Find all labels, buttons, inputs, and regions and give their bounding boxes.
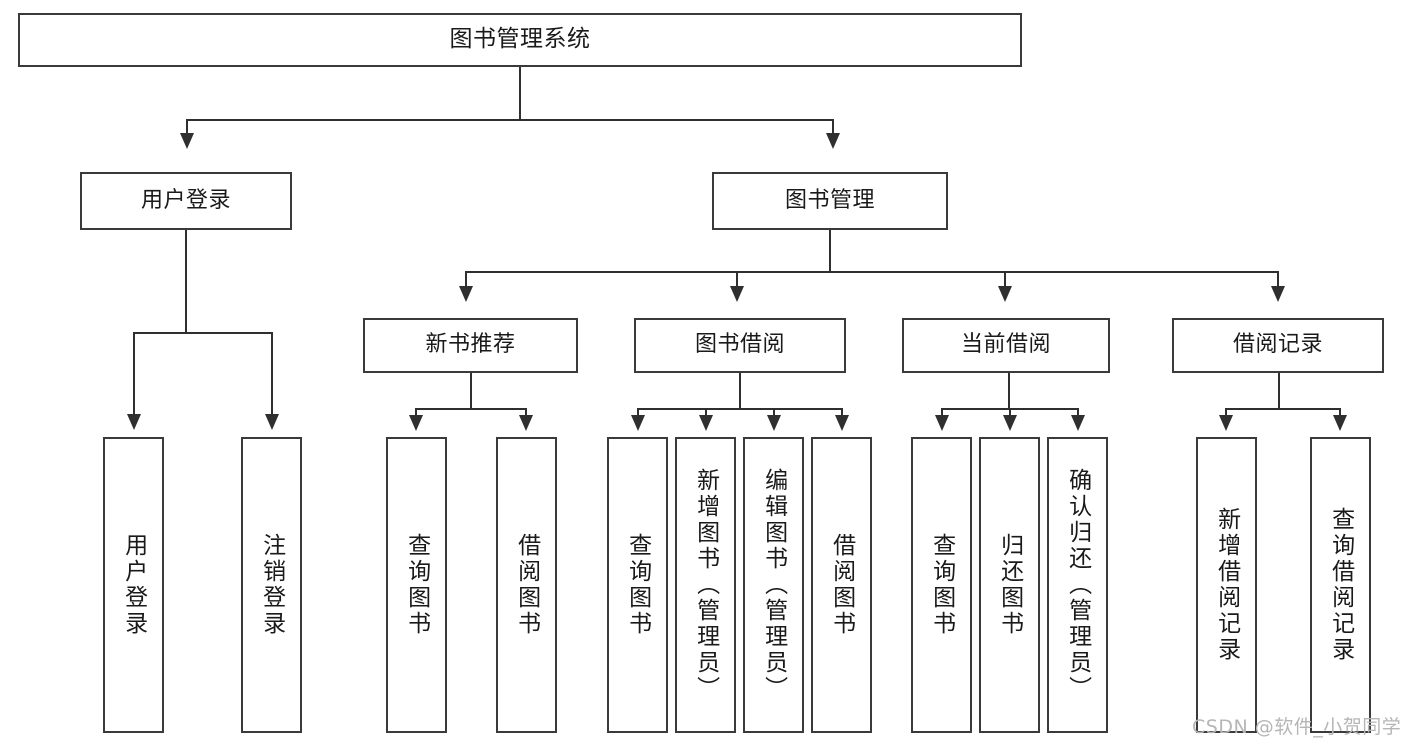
- csdn-watermark: CSDN @软件_小贺同学: [1192, 716, 1402, 738]
- node-label: 借阅图书: [513, 533, 540, 637]
- leaf-add-borrow-record[interactable]: 新增借阅记录: [1196, 437, 1257, 733]
- arrowhead-bb-leaf-2: [699, 415, 713, 431]
- edge-to-current-borrow: [1004, 271, 1006, 289]
- edge-book-manage-stem: [829, 230, 831, 272]
- edge-new-book-drop-1: [415, 408, 417, 418]
- arrowhead-br-leaf-2: [1333, 415, 1347, 431]
- node-label: 用户登录: [140, 187, 231, 213]
- arrowhead-user-login: [180, 133, 194, 149]
- node-label: 编辑图书（管理员）: [760, 468, 787, 702]
- leaf-add-book-admin[interactable]: 新增图书（管理员）: [675, 437, 736, 733]
- leaf-confirm-return-admin[interactable]: 确认归还（管理员）: [1047, 437, 1108, 733]
- arrowhead-nb-leaf-2: [519, 415, 533, 431]
- leaf-user-login[interactable]: 用户登录: [103, 437, 164, 733]
- node-label: 归还图书: [996, 533, 1023, 637]
- node-borrow-records[interactable]: 借阅记录: [1172, 318, 1384, 373]
- node-label: 新增图书（管理员）: [692, 468, 719, 702]
- node-label: 查询图书: [928, 533, 955, 637]
- node-label: 用户登录: [120, 533, 147, 637]
- arrowhead-br-leaf-1: [1219, 415, 1233, 431]
- edge-book-borrow-bus: [637, 408, 843, 410]
- edge-root-stem: [519, 67, 521, 120]
- edge-to-user-login: [186, 119, 188, 137]
- edge-to-borrow-records: [1277, 271, 1279, 289]
- arrowhead-nb-leaf-1: [409, 415, 423, 431]
- arrowhead-leaf-logout: [265, 414, 279, 430]
- node-user-login[interactable]: 用户登录: [80, 172, 292, 230]
- node-label: 当前借阅: [960, 332, 1051, 358]
- edge-level2-bus: [186, 119, 834, 121]
- arrowhead-book-borrow: [730, 286, 744, 302]
- leaf-return-book[interactable]: 归还图书: [979, 437, 1040, 733]
- edge-user-login-drop-1: [133, 332, 135, 417]
- node-label: 确认归还（管理员）: [1064, 468, 1091, 702]
- edge-cb-drop-3: [1077, 408, 1079, 418]
- edge-new-book-bus: [415, 408, 527, 410]
- leaf-logout[interactable]: 注销登录: [241, 437, 302, 733]
- node-label: 新增借阅记录: [1213, 507, 1240, 663]
- node-book-management[interactable]: 图书管理: [712, 172, 948, 230]
- node-root-system[interactable]: 图书管理系统: [18, 13, 1022, 67]
- arrowhead-current-borrow: [998, 286, 1012, 302]
- edge-to-new-book: [465, 271, 467, 289]
- edge-cb-drop-1: [941, 408, 943, 418]
- edge-user-login-stem: [185, 230, 187, 333]
- arrowhead-leaf-user-login: [127, 414, 141, 430]
- edge-bb-drop-2: [705, 408, 707, 418]
- node-label: 借阅图书: [828, 533, 855, 637]
- leaf-query-book-nb[interactable]: 查询图书: [386, 437, 447, 733]
- node-label: 新书推荐: [425, 332, 516, 358]
- arrowhead-borrow-records: [1271, 286, 1285, 302]
- edge-bb-drop-1: [637, 408, 639, 418]
- leaf-borrow-book-nb[interactable]: 借阅图书: [496, 437, 557, 733]
- edge-cb-drop-2: [1009, 408, 1011, 418]
- node-current-borrow[interactable]: 当前借阅: [902, 318, 1110, 373]
- leaf-query-book-cb[interactable]: 查询图书: [911, 437, 972, 733]
- edge-bb-drop-4: [841, 408, 843, 418]
- edge-to-book-borrow: [736, 271, 738, 289]
- edge-level3-bus: [465, 271, 1279, 273]
- leaf-edit-book-admin[interactable]: 编辑图书（管理员）: [743, 437, 804, 733]
- arrowhead-book-manage: [826, 133, 840, 149]
- node-new-book-recommend[interactable]: 新书推荐: [363, 318, 578, 373]
- edge-br-drop-2: [1339, 408, 1341, 418]
- node-book-borrow[interactable]: 图书借阅: [634, 318, 846, 373]
- arrowhead-bb-leaf-1: [631, 415, 645, 431]
- node-label: 查询图书: [624, 533, 651, 637]
- node-label: 查询借阅记录: [1327, 507, 1354, 663]
- arrowhead-bb-leaf-3: [767, 415, 781, 431]
- edge-br-drop-1: [1225, 408, 1227, 418]
- arrowhead-cb-leaf-2: [1003, 415, 1017, 431]
- edge-new-book-stem: [470, 373, 472, 409]
- edge-new-book-drop-2: [525, 408, 527, 418]
- arrowhead-new-book: [459, 286, 473, 302]
- arrowhead-cb-leaf-1: [935, 415, 949, 431]
- leaf-borrow-book-bb[interactable]: 借阅图书: [811, 437, 872, 733]
- leaf-query-book-bb[interactable]: 查询图书: [607, 437, 668, 733]
- edge-borrow-records-stem: [1278, 373, 1280, 409]
- edge-borrow-records-bus: [1225, 408, 1340, 410]
- edge-bb-drop-3: [773, 408, 775, 418]
- node-label: 图书借阅: [694, 332, 785, 358]
- node-label: 查询图书: [403, 533, 430, 637]
- edge-current-borrow-stem: [1008, 373, 1010, 409]
- arrowhead-cb-leaf-3: [1071, 415, 1085, 431]
- arrowhead-bb-leaf-4: [835, 415, 849, 431]
- node-label: 借阅记录: [1232, 332, 1323, 358]
- edge-user-login-bus: [133, 332, 273, 334]
- edge-user-login-drop-2: [271, 332, 273, 417]
- edge-book-borrow-stem: [739, 373, 741, 409]
- node-label: 图书管理: [784, 187, 875, 213]
- edge-to-book-manage: [832, 119, 834, 137]
- node-label: 图书管理系统: [449, 26, 591, 53]
- node-label: 注销登录: [258, 533, 285, 637]
- leaf-query-borrow-record[interactable]: 查询借阅记录: [1310, 437, 1371, 733]
